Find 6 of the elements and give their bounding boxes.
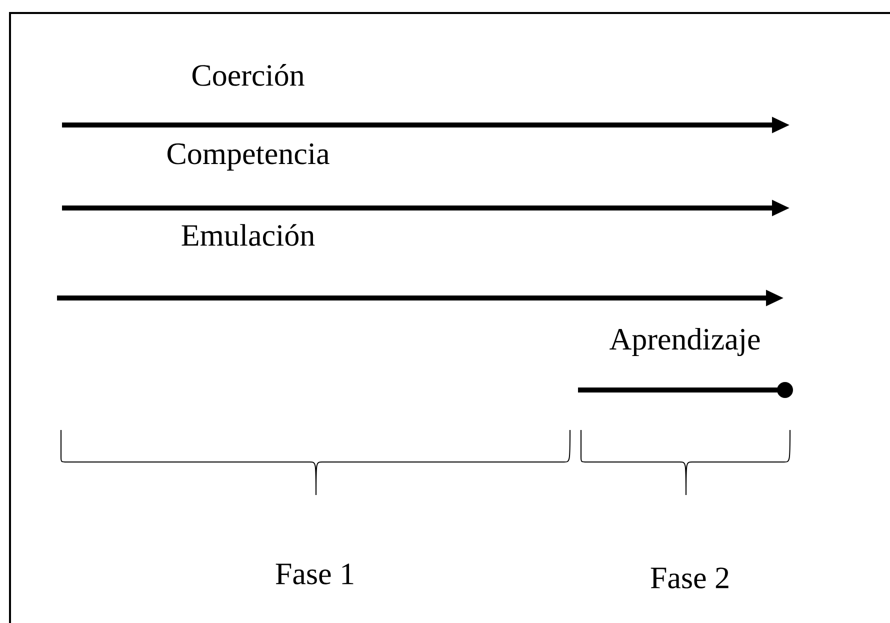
timeline-label: Competencia xyxy=(168,143,330,171)
timeline-label: Emulación xyxy=(182,224,315,246)
timeline-label: Coerción xyxy=(192,64,304,86)
timeline-label: Fase 1 xyxy=(276,564,354,584)
timeline-label: Fase 2 xyxy=(650,568,728,588)
timeline-label: Aprendizaje xyxy=(610,328,760,356)
